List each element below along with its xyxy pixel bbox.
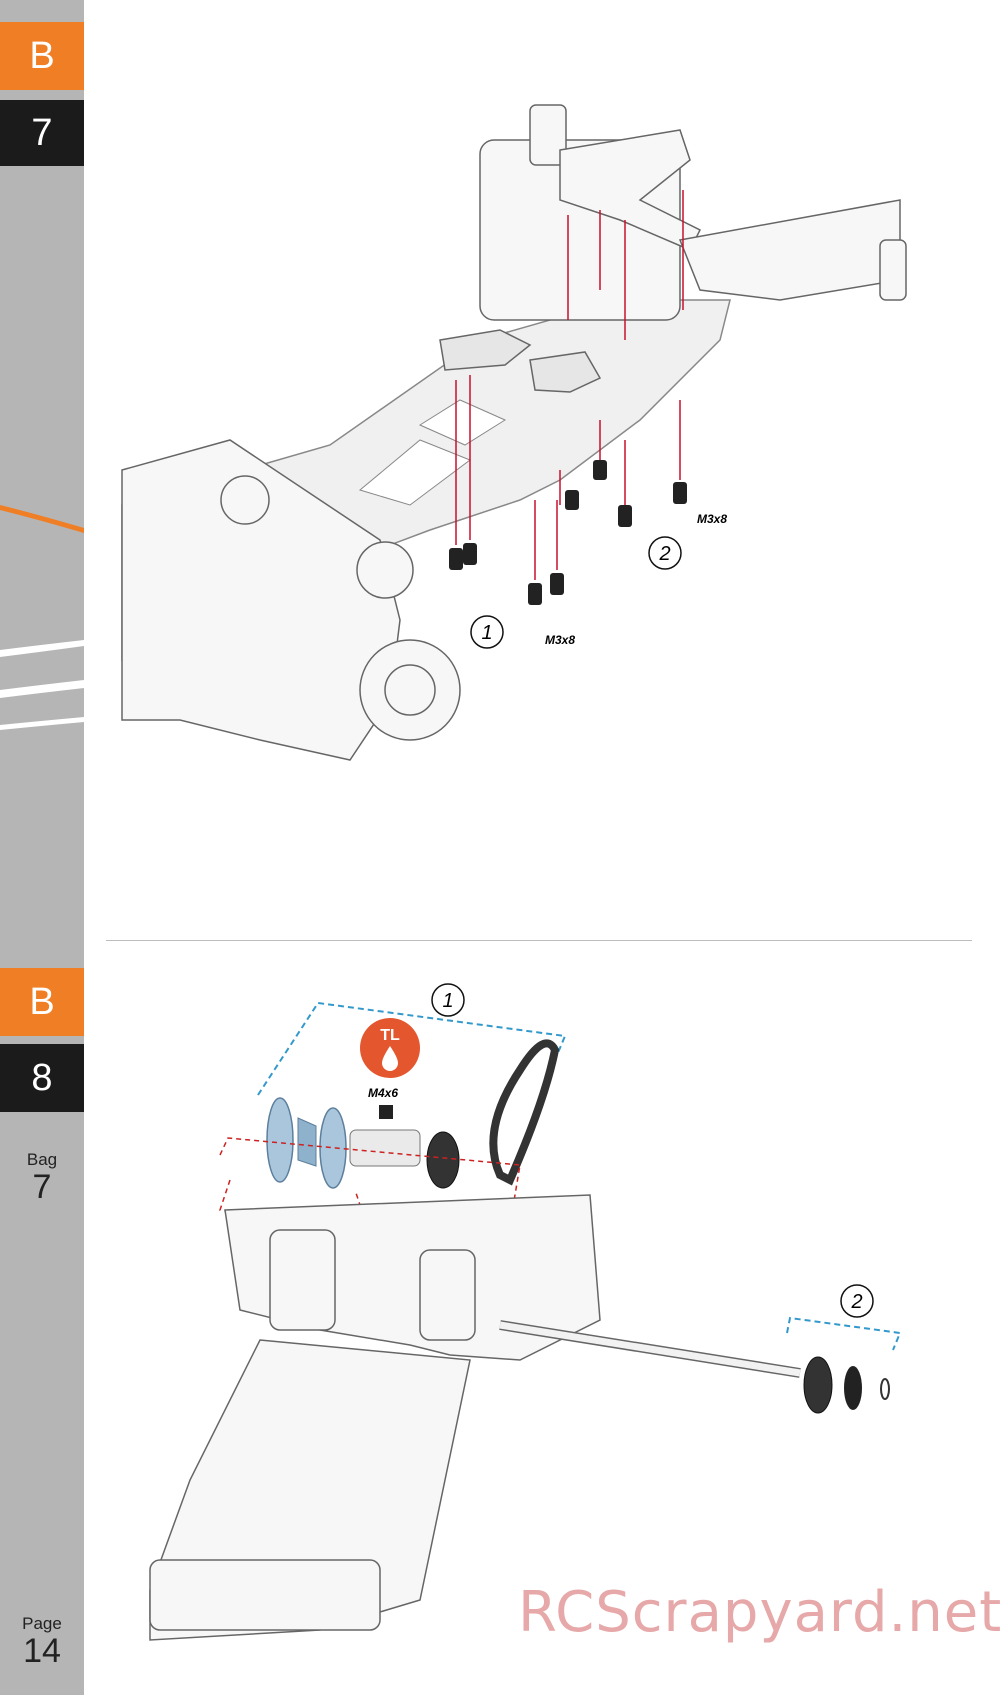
bag-label: Bag [26,1150,58,1169]
front-bulkhead [479,104,907,321]
mount-blocks [439,329,602,393]
page-indicator: Page 14 [0,1614,84,1668]
section-letter-bottom: B [0,968,84,1036]
watermark: RCScrapyard.net [518,1580,1000,1645]
bag-number: 7 [32,1168,52,1206]
grub-screw [379,1105,393,1119]
callout-circle-2 [648,536,682,570]
drive-belt [489,1039,560,1186]
spur-gear [844,1366,862,1410]
screw-label-m3x8-2: M3x8 [697,512,727,526]
sidebar [0,0,84,1695]
callout-circle-1b [431,983,465,1017]
install-guide-1 [219,1137,521,1226]
step7-callout-2: 2 [658,543,670,565]
step8-callout-1: 1 [442,990,453,1012]
step7-callout-1: 1 [481,622,492,644]
e-clip [880,1378,890,1400]
step-divider [106,940,972,941]
step-number-8: 8 [0,1044,84,1112]
step7-illustration: 1 2 M3x8 M3x8 [121,104,907,761]
chassis-bottom [149,1194,601,1641]
screw-label-m3x8-1: M3x8 [545,633,575,647]
droplet-icon [382,1046,398,1071]
callout-circle-1 [470,615,504,649]
callout-circle-2b [840,1284,874,1318]
slipper-discs [266,1097,347,1189]
step8-callout-2: 2 [850,1291,862,1313]
bracket-2 [786,1316,902,1351]
spool-shaft [349,1129,421,1167]
screws [449,460,687,605]
pulley-2 [803,1356,833,1414]
threadlock-text: TL [380,1027,400,1044]
bracket-1 [257,1001,567,1096]
page-number: 14 [23,1632,61,1670]
step-number-7: 7 [0,100,84,166]
screw-label-m4x6: M4x6 [368,1086,398,1100]
sidebar-swoosh [0,505,84,730]
rear-assembly [121,439,461,761]
plate-cutout [418,399,507,446]
slipper-hub [297,1117,317,1167]
page-label: Page [22,1614,62,1633]
bag-indicator: Bag 7 [0,1150,84,1204]
pulley [426,1131,460,1189]
section-letter-top: B [0,22,84,90]
screw-guide-lines [455,190,684,580]
